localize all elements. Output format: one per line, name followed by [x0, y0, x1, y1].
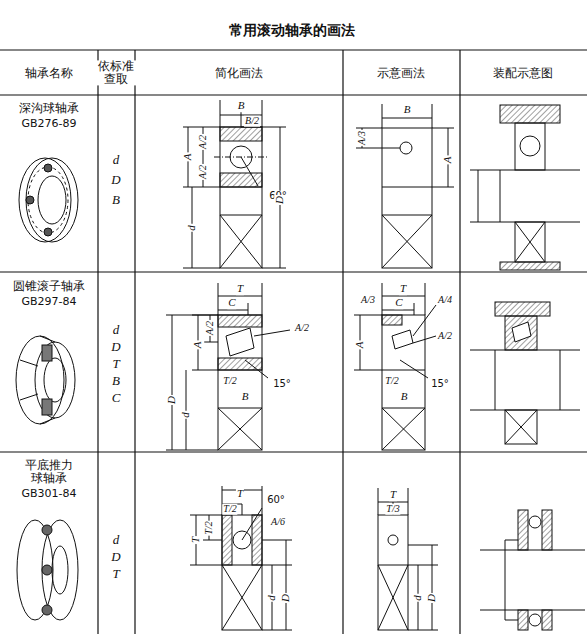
table-label: T	[399, 283, 407, 295]
table-label: B/2	[244, 116, 260, 127]
table-label: D	[110, 550, 121, 564]
table-label: A	[192, 341, 204, 350]
table-label: T	[236, 488, 244, 500]
tapered-simplified	[166, 283, 290, 450]
table-label: B	[237, 100, 246, 112]
table-label: 60°	[266, 495, 286, 506]
table-label: GB301-84	[20, 488, 77, 500]
thrust-schematic	[378, 488, 438, 630]
table-label: 15°	[430, 379, 450, 390]
table-label: GB297-84	[20, 296, 77, 308]
table-label: T	[111, 567, 120, 581]
table-label: A/2	[294, 323, 310, 334]
table-label: B	[403, 104, 412, 116]
table-title: 常用滚动轴承的画法	[228, 23, 356, 38]
table-label: T/2	[384, 376, 399, 387]
table-label: C	[111, 391, 122, 405]
table-label: T	[111, 357, 120, 371]
table-label: GB276-89	[20, 118, 77, 130]
table-label: d	[266, 594, 278, 602]
table-label: D	[274, 195, 286, 205]
table-label: T/2	[204, 520, 215, 535]
table-label: T	[389, 489, 397, 501]
table-label: A	[442, 156, 454, 165]
table-label: B	[241, 391, 250, 403]
table-label: 深沟球轴承	[18, 102, 80, 115]
table-label: A/2	[198, 164, 209, 180]
bearing-icon-3	[17, 520, 78, 620]
table-label: D	[280, 593, 292, 603]
table-label: A/3	[360, 295, 376, 306]
table-label: 平底推力 球轴承	[19, 459, 79, 484]
table-label: T/2	[222, 504, 237, 515]
header-cell: 示意画法	[376, 67, 426, 80]
thrust-assembly	[480, 510, 585, 630]
table-label: d	[112, 323, 121, 337]
deep-groove-simplified	[183, 100, 286, 268]
header-cell: 简化画法	[214, 67, 264, 80]
table-label: d	[412, 594, 424, 602]
table-label: d	[180, 411, 192, 419]
header-cell: 依标准查取	[96, 60, 136, 85]
deep-groove-assembly	[470, 105, 580, 270]
table-label: A/2	[205, 320, 216, 336]
table-label: d	[112, 533, 121, 547]
header-cell: 装配示意图	[492, 67, 554, 80]
table-label: d	[112, 153, 121, 167]
bearing-icon-2	[16, 336, 75, 424]
deep-groove-schematic	[356, 104, 454, 268]
header-cell: 轴承名称	[24, 67, 74, 80]
table-label: C	[227, 297, 236, 309]
table-label: A/2	[437, 331, 453, 342]
table-label: A	[182, 153, 194, 162]
table-label: D	[110, 340, 121, 354]
table-label: C	[394, 297, 403, 309]
table-label: A/2	[198, 134, 209, 150]
table-label: A	[354, 341, 366, 350]
table-label: A/3	[357, 130, 368, 146]
table-label: T/3	[385, 504, 400, 515]
thrust-simplified	[190, 486, 292, 630]
table-label: B	[111, 374, 121, 388]
table-grid	[0, 50, 587, 634]
table-label: T	[190, 536, 202, 544]
table-label: 15°	[272, 379, 292, 390]
table-label: D	[426, 593, 438, 603]
table-label: 圆锥滚子轴承	[12, 280, 86, 293]
table-label: B	[400, 391, 409, 403]
table-label: d	[186, 224, 198, 232]
table-label: T	[236, 283, 244, 295]
table-label: A/6	[270, 517, 286, 528]
table-label: A/4	[437, 295, 453, 306]
table-label: B	[111, 193, 121, 207]
bearing-icon-1	[19, 158, 78, 242]
table-label: T/2	[222, 376, 237, 387]
tapered-schematic	[354, 283, 436, 450]
table-label: D	[110, 173, 121, 187]
table-label: D	[166, 395, 178, 405]
tapered-assembly	[470, 302, 580, 444]
